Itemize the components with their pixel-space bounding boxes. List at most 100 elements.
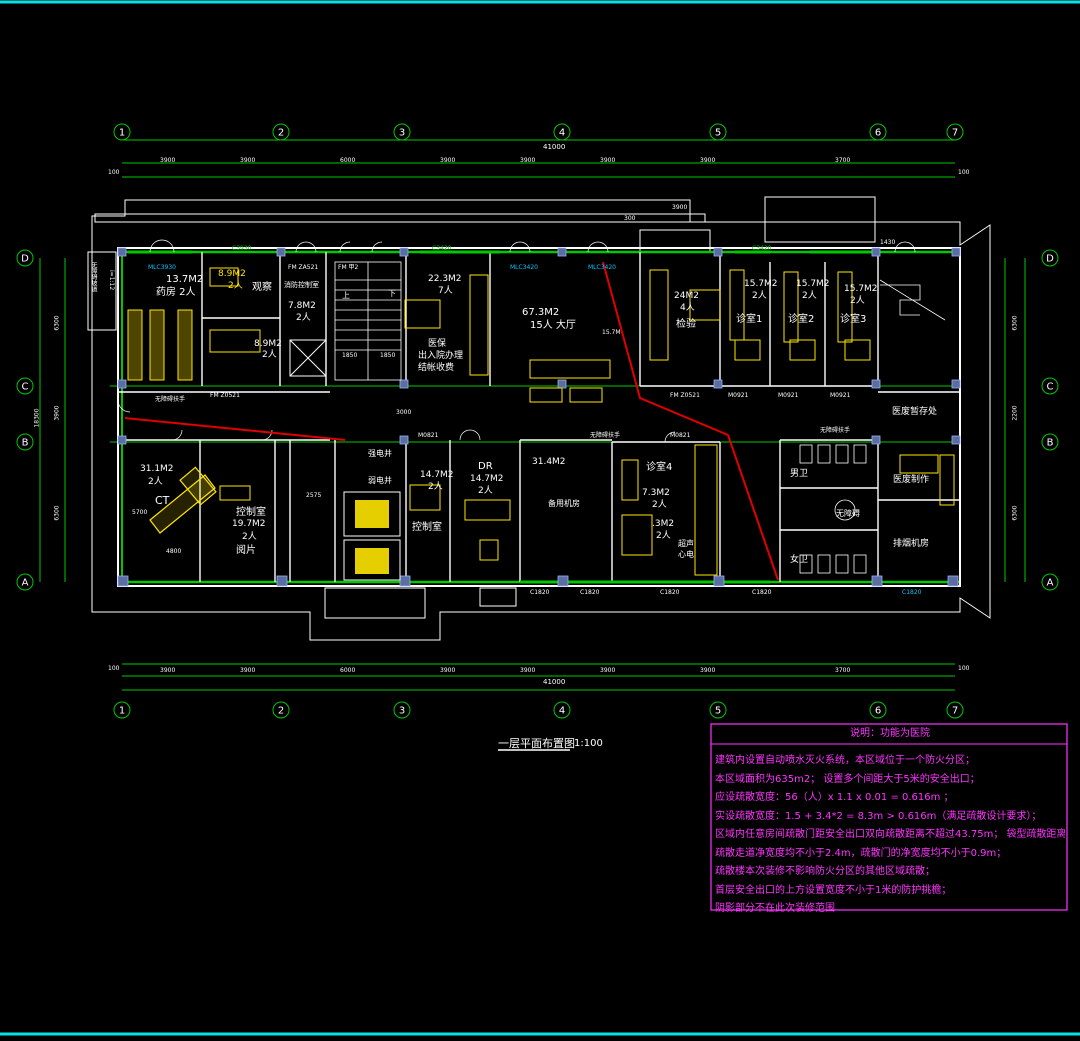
axis-col-top-6-label: 6 bbox=[875, 128, 881, 139]
evacuation-route bbox=[124, 261, 779, 581]
axis-col-top-7-label: 7 bbox=[952, 128, 958, 139]
tag-window-mlc3: MLC3930 bbox=[148, 264, 176, 271]
room-hall-name: 15人 大厅 bbox=[530, 320, 576, 331]
tag-window-c1820a: C1820 bbox=[530, 589, 550, 596]
room-small-a-area: 8.9M2 bbox=[254, 339, 282, 349]
stairwell bbox=[334, 261, 946, 381]
tag-dim-d3: 2575 bbox=[306, 492, 322, 499]
dim-top-4: 3900 bbox=[520, 157, 536, 164]
dim-bottom-0: 3900 bbox=[160, 667, 176, 674]
room-access-wc-name: 无障碍 bbox=[836, 509, 860, 518]
room-clinic2-name: 诊室2 bbox=[788, 314, 815, 325]
room-weak-elec-name: 弱电井 bbox=[368, 476, 392, 485]
tag-ramp: 无障碍坡道 bbox=[90, 262, 97, 292]
plan-scale: 1:100 bbox=[574, 738, 603, 749]
tag-window-c1820e: C1820 bbox=[902, 589, 922, 596]
axis-row-left-D-circle bbox=[16, 249, 34, 267]
axis-col-bottom-5-circle bbox=[709, 701, 727, 719]
axis-col-bottom-5-label: 5 bbox=[715, 706, 721, 717]
dim-top-6: 3900 bbox=[700, 157, 716, 164]
room-control2-name: 控制室 bbox=[412, 522, 442, 533]
tag-window-c1820b: C1820 bbox=[580, 589, 600, 596]
tag-slope: i=1:12 bbox=[108, 270, 115, 291]
axis-col-top-5-circle bbox=[709, 123, 727, 141]
notes-line-2: 本区域面积为635m2； 设置多个间距大于5米的安全出口； bbox=[715, 773, 980, 785]
notes-title: 说明：功能为医院 bbox=[850, 728, 930, 739]
axis-row-left-D-label: D bbox=[21, 254, 29, 265]
dim-right-2: 6300 bbox=[1011, 505, 1019, 521]
room-waste-make-name: 医废制作 bbox=[893, 475, 930, 485]
dim-bottom-5: 3900 bbox=[600, 667, 616, 674]
room-ecg-count: 2人 bbox=[656, 531, 671, 541]
wc-fixtures bbox=[799, 444, 867, 574]
tag-door-m1: M0821 bbox=[418, 432, 439, 439]
building-outline bbox=[91, 199, 991, 641]
tag-dim-d8: 1430 bbox=[880, 239, 896, 246]
room-observe-area: 8.9M2 bbox=[218, 269, 246, 279]
dim-top-2: 6000 bbox=[340, 157, 356, 164]
room-clinic1-area: 15.7M2 bbox=[744, 279, 778, 289]
axis-col-bottom-6-label: 6 bbox=[875, 706, 881, 717]
tag-window-c2: C3420 bbox=[752, 245, 772, 252]
room-men-wc-name: 男卫 bbox=[790, 469, 809, 479]
tag-door-fm5: FM Z0521 bbox=[670, 392, 700, 399]
room-dr-count: 2人 bbox=[478, 486, 493, 496]
notes-line-5: 区域内任意房间疏散门距安全出口双向疏散距离不超过43.75m； 袋型疏散距离不小… bbox=[715, 829, 1065, 840]
room-ct-name: CT bbox=[155, 494, 170, 507]
tag-dim-d10: 3900 bbox=[672, 204, 688, 211]
room-clinic4-count: 2人 bbox=[652, 500, 667, 510]
dim-bottom-7: 3700 bbox=[835, 667, 851, 674]
elevator-car bbox=[355, 500, 389, 574]
room-clinic3-count: 2人 bbox=[850, 296, 865, 306]
edge-dimension-bottom-right: 100 bbox=[958, 665, 970, 672]
axis-col-top-4-circle bbox=[553, 123, 571, 141]
entrance-porch bbox=[87, 251, 517, 619]
furniture bbox=[127, 267, 955, 576]
axis-col-bottom-1-circle bbox=[113, 701, 131, 719]
side-dimension-chain bbox=[39, 258, 1026, 582]
notes-line-3: 应设疏散宽度：56（人）x 1.1 x 0.01 = 0.616m ； bbox=[715, 792, 954, 803]
axis-col-top-3-label: 3 bbox=[399, 128, 405, 139]
axis-row-left-C-circle bbox=[16, 377, 34, 395]
room-mech1-area: 31.4M2 bbox=[532, 457, 566, 467]
edge-dimension-bottom-left: 100 bbox=[108, 665, 120, 672]
room-clinic2-count: 2人 bbox=[802, 291, 817, 301]
ct-scanner bbox=[149, 466, 217, 534]
interior-walls bbox=[118, 252, 960, 582]
axis-col-bottom-2-circle bbox=[272, 701, 290, 719]
room-pharmacy-area: 13.7M2 bbox=[166, 274, 204, 285]
axis-col-bottom-3-label: 3 bbox=[399, 706, 405, 717]
room-ecg-sub: 心电 bbox=[678, 550, 694, 559]
room-observe-count: 2人 bbox=[228, 281, 243, 291]
room-admin-count: 7人 bbox=[438, 286, 453, 296]
tag-dim-d4: 4800 bbox=[166, 548, 182, 555]
dim-top-1: 3900 bbox=[240, 157, 256, 164]
axis-col-top-2-circle bbox=[272, 123, 290, 141]
dim-bottom-6: 3900 bbox=[700, 667, 716, 674]
dim-bottom-3: 3900 bbox=[440, 667, 456, 674]
axis-col-top-7-circle bbox=[946, 123, 964, 141]
dim-top-3: 3900 bbox=[440, 157, 456, 164]
axis-row-right-A-circle bbox=[1041, 573, 1059, 591]
axis-col-top-4-label: 4 bbox=[559, 128, 565, 139]
dim-left-1: 3900 bbox=[53, 405, 61, 421]
axis-col-bottom-2-label: 2 bbox=[278, 706, 284, 717]
dim-top-5: 3900 bbox=[600, 157, 616, 164]
room-ecg-name: 超声 bbox=[678, 539, 694, 548]
room-clinic4-area: 7.3M2 bbox=[642, 488, 670, 498]
room-clinic3-name: 诊室3 bbox=[840, 314, 867, 325]
tag-door-m5: M0921 bbox=[830, 392, 851, 399]
tag-down: 下 bbox=[388, 289, 396, 298]
axis-row-left-B-circle bbox=[16, 433, 34, 451]
dim-right-1: 2200 bbox=[1011, 405, 1019, 421]
room-women-wc-name: 女卫 bbox=[790, 555, 809, 565]
structural-grid bbox=[110, 250, 961, 584]
room-control1-count: 2人 bbox=[242, 532, 257, 542]
tag-window-mlc1: MLC3420 bbox=[510, 264, 538, 271]
room-dr-name: DR bbox=[478, 461, 493, 472]
room-pharmacy-name: 药房 2人 bbox=[156, 287, 196, 298]
axis-row-right-C-circle bbox=[1041, 377, 1059, 395]
